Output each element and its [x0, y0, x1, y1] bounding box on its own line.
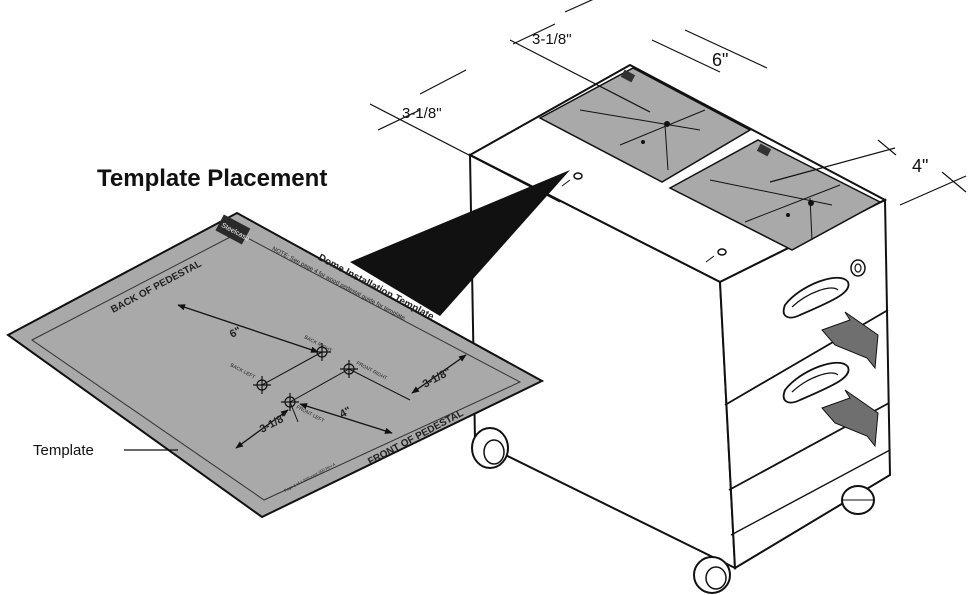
dimension-lines: [369, 0, 967, 206]
top-template-back: [538, 67, 752, 183]
dimension-label-left: 3-1/8": [402, 105, 442, 122]
callout-pointer: [350, 170, 570, 316]
mounting-hole-right: [717, 248, 727, 256]
caster-front-right: [693, 556, 731, 594]
mounting-hole-left: [573, 172, 583, 180]
large-template: Steelcase Dome Installation Template NOT…: [6, 211, 545, 519]
template-callout-label: Template: [33, 442, 94, 459]
template-dim-4: 4": [338, 405, 354, 421]
template-dim-6: 6": [228, 325, 244, 341]
dimension-label-top-right: 6": [712, 50, 728, 70]
caster-front-left: [471, 427, 509, 469]
template-arrow-3a: [411, 354, 467, 394]
drawer-handle-upper: [782, 276, 850, 319]
lock-icon: [850, 259, 866, 277]
caster-back-right: [841, 485, 875, 515]
template-arrow-6: [177, 304, 319, 353]
diagram-title: Template Placement: [97, 165, 327, 192]
template-sheet: [6, 211, 545, 519]
template-arrow-3b: [235, 409, 289, 449]
drawer-handle-lower: [782, 361, 850, 404]
drawer-arrow-upper: [821, 311, 879, 370]
dimension-label-right: 4": [912, 156, 928, 176]
template-arrow-4: [299, 403, 393, 434]
drawer-arrow-lower: [821, 389, 879, 448]
dimension-label-top-left: 3-1/8": [532, 31, 572, 48]
top-template-front: [668, 139, 882, 251]
